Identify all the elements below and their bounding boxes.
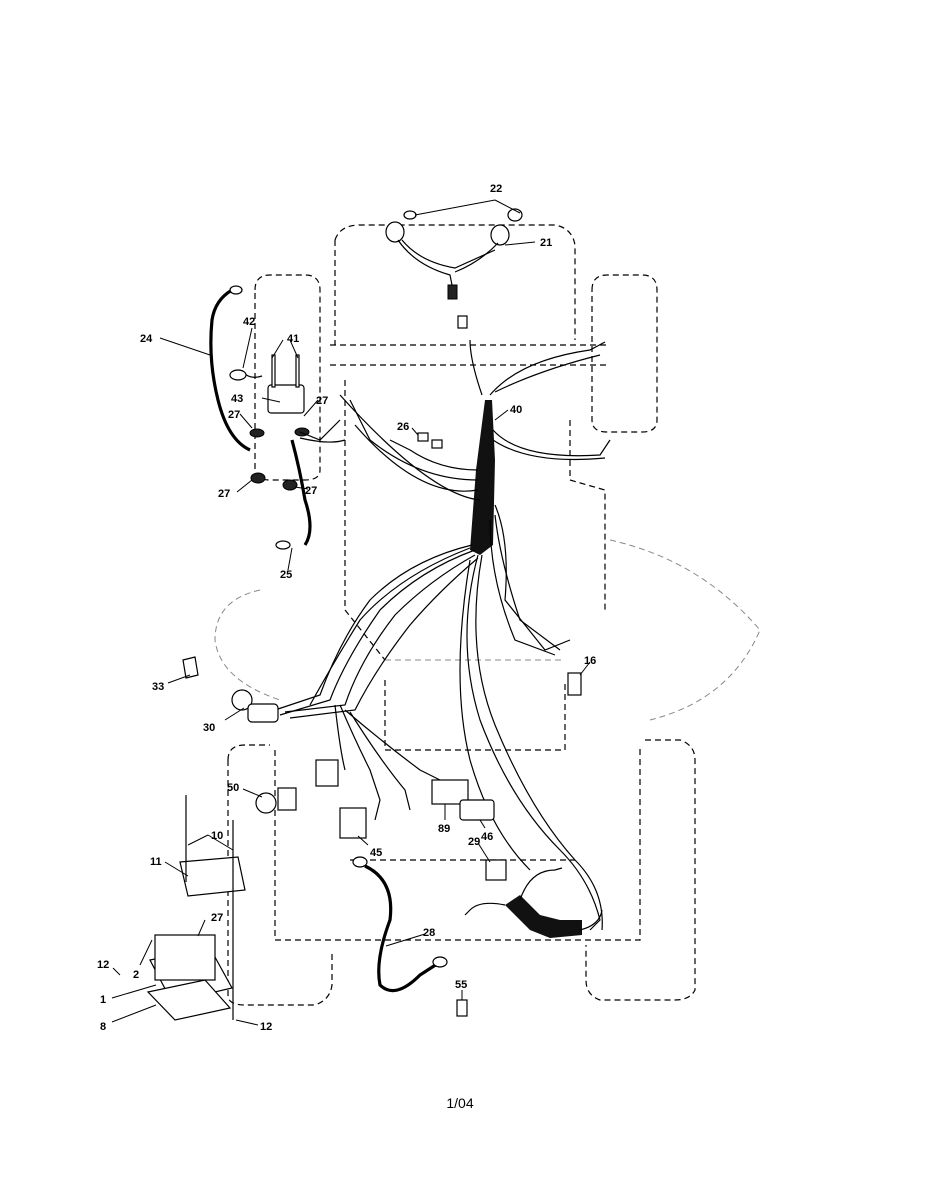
part-label-10: 10 xyxy=(211,830,223,842)
part-label-24: 24 xyxy=(140,333,153,345)
part-label-41: 41 xyxy=(287,333,299,345)
part-label-27-lower-left: 27 xyxy=(218,488,230,500)
part-label-89: 89 xyxy=(438,823,450,835)
part-label-27-solenoid-right: 27 xyxy=(316,395,328,407)
part-label-11: 11 xyxy=(150,856,162,868)
part-label-21: 21 xyxy=(540,237,552,249)
part-labels: 22 21 24 42 41 43 27 27 27 27 26 40 25 1… xyxy=(97,183,596,1033)
leader-lines xyxy=(111,199,591,1026)
part-label-26: 26 xyxy=(397,421,409,433)
misc-components xyxy=(146,432,582,1021)
part-label-30: 30 xyxy=(203,722,215,734)
headlight-assembly xyxy=(385,208,523,329)
part-label-45: 45 xyxy=(370,847,382,859)
part-label-29: 29 xyxy=(468,836,480,848)
part-label-50: 50 xyxy=(227,782,239,794)
part-label-1: 1 xyxy=(100,994,106,1006)
part-label-33: 33 xyxy=(152,681,164,693)
part-label-22: 22 xyxy=(490,183,502,195)
page-number: 1/04 xyxy=(446,1095,474,1111)
part-label-46: 46 xyxy=(481,831,493,843)
part-label-8: 8 xyxy=(100,1021,106,1033)
part-label-25: 25 xyxy=(280,569,292,581)
solenoid-assembly xyxy=(209,285,346,550)
part-label-12-left: 12 xyxy=(97,959,109,971)
part-label-42: 42 xyxy=(243,316,255,328)
part-label-27-battery: 27 xyxy=(211,912,223,924)
tractor-outline xyxy=(214,224,761,1006)
part-label-27-solenoid-left: 27 xyxy=(228,409,240,421)
part-label-28: 28 xyxy=(423,927,435,939)
part-label-27-lower-right: 27 xyxy=(305,485,317,497)
part-label-43: 43 xyxy=(231,393,243,405)
part-label-55: 55 xyxy=(455,979,467,991)
part-label-16: 16 xyxy=(584,655,596,667)
main-wire-harness xyxy=(274,339,611,938)
part-label-2: 2 xyxy=(133,969,139,981)
part-label-12-right: 12 xyxy=(260,1021,272,1033)
part-label-40: 40 xyxy=(510,404,522,416)
